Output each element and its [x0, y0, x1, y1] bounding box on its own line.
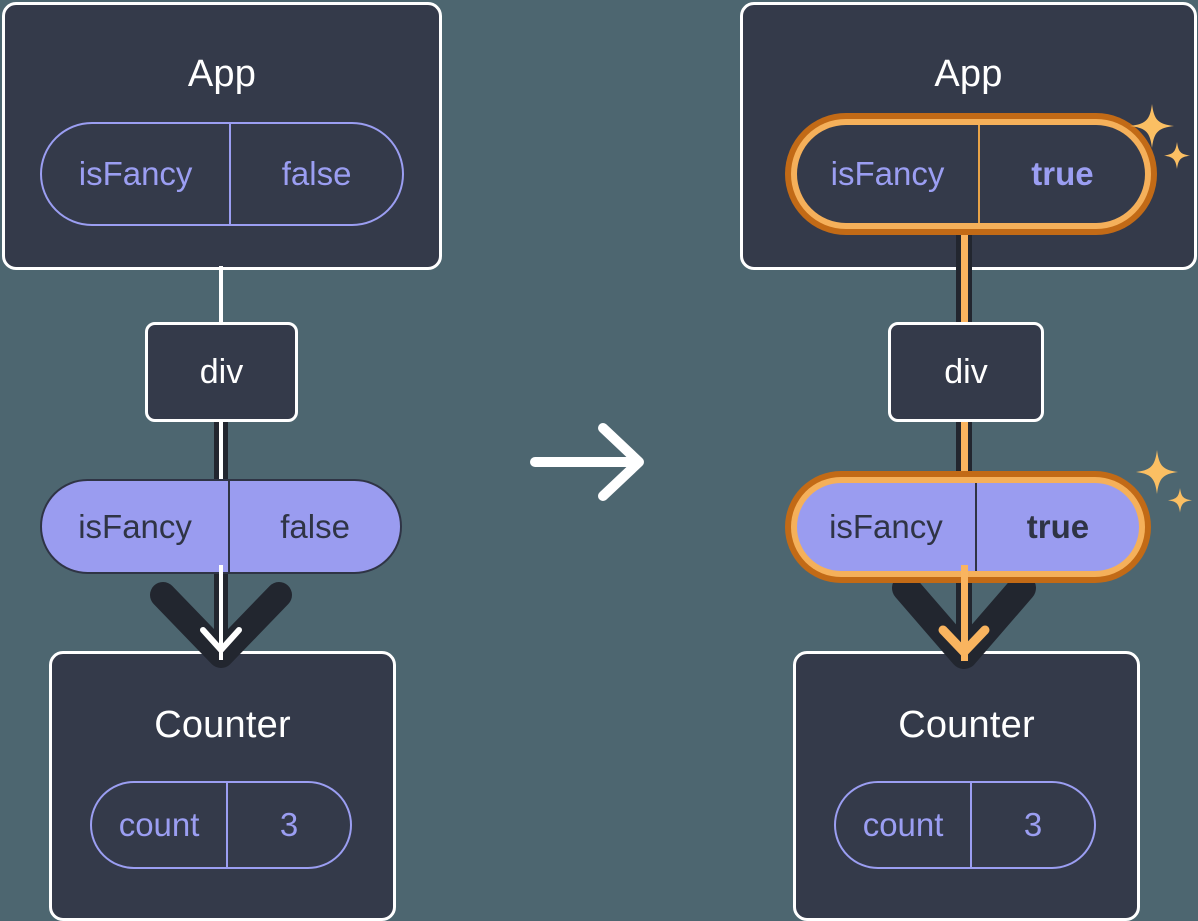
app-state-pill-before[interactable]: isFancy false — [40, 122, 404, 226]
counter-state-pill-before[interactable]: count 3 — [90, 781, 352, 869]
counter-state-key-before: count — [118, 806, 200, 843]
arrowhead-white-left — [200, 627, 242, 653]
wire-prop-to-counter-orange-right — [961, 565, 968, 661]
wire-div-to-prop-inner-left — [219, 420, 223, 490]
app-state-pill-highlight-after[interactable]: isFancy true — [785, 113, 1157, 235]
counter-title-after: Counter — [898, 704, 1035, 746]
prop-value-before: false — [228, 481, 400, 572]
transition-arrow-icon — [530, 423, 644, 501]
wire-div-to-prop-orange-right — [961, 418, 968, 496]
div-element-box-before[interactable]: div — [145, 322, 298, 422]
wire-app-to-div-left — [219, 266, 223, 326]
counter-state-value-before: 3 — [226, 783, 350, 867]
prop-pill-inner-ring-after: isFancy true — [791, 477, 1145, 577]
arrowhead-orange-right — [938, 625, 990, 657]
counter-title-before: Counter — [154, 704, 291, 746]
app-state-pill-after[interactable]: isFancy true — [797, 125, 1145, 223]
app-title-after: App — [934, 53, 1003, 95]
app-state-key-after: isFancy — [830, 155, 945, 192]
wire-prop-to-counter-inner-left — [219, 565, 223, 660]
prop-key-after: isFancy — [829, 508, 943, 545]
div-element-box-after[interactable]: div — [888, 322, 1044, 422]
prop-pill-after[interactable]: isFancy true — [797, 483, 1139, 571]
app-title-before: App — [187, 53, 257, 95]
wire-app-to-div-orange-right — [961, 228, 968, 328]
app-state-value-before: false — [229, 124, 402, 224]
counter-state-value-after: 3 — [970, 783, 1094, 867]
sparkle-icon-prop-after — [1136, 450, 1192, 513]
prop-pill-highlight-after[interactable]: isFancy true — [785, 471, 1151, 583]
app-state-value-after: true — [977, 125, 1145, 223]
div-element-label-before: div — [199, 352, 244, 391]
app-state-pill-inner-ring-after: isFancy true — [791, 119, 1151, 229]
prop-value-after: true — [974, 483, 1139, 571]
prop-pill-before[interactable]: isFancy false — [40, 479, 402, 574]
app-state-key-before: isFancy — [78, 155, 193, 192]
prop-key-before: isFancy — [78, 507, 192, 545]
counter-state-key-after: count — [862, 806, 944, 843]
div-element-label-after: div — [944, 352, 988, 391]
counter-state-pill-after[interactable]: count 3 — [834, 781, 1096, 869]
sparkle-icon-app-after — [1130, 104, 1190, 169]
